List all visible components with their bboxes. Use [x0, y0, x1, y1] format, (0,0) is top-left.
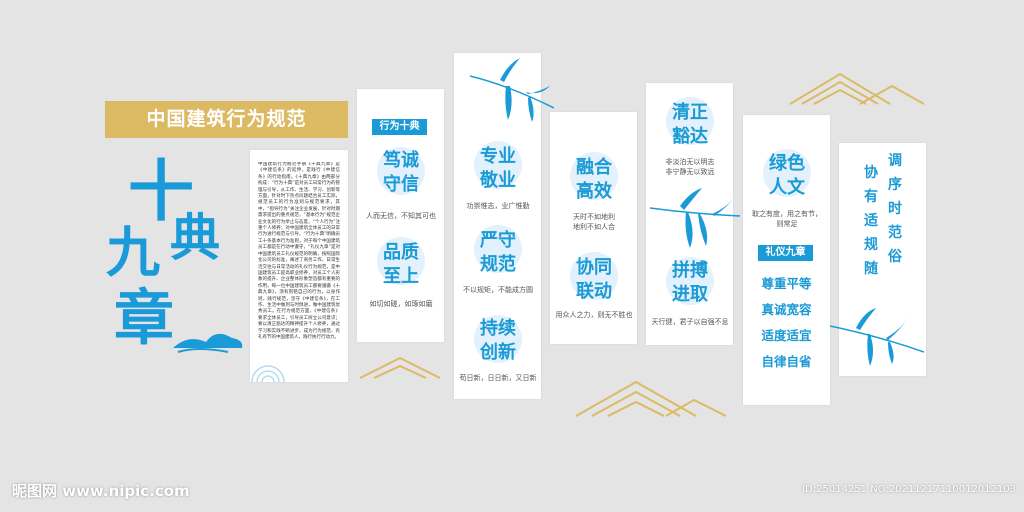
quote-9: 天行健，君子以自强不息: [651, 318, 729, 326]
watermark-logo: 昵图网 www.nipic.com: [12, 482, 190, 500]
calligraphy-zhang: 章: [114, 284, 174, 354]
column-right: 调 序 时 范 俗: [885, 149, 905, 269]
cloud-icon: [173, 333, 243, 353]
char: 有: [864, 189, 878, 205]
watermark-id: ID:25014251 NO:20211217110012012103: [802, 484, 1016, 495]
heading-chixuchuangxin: 持续创新: [480, 318, 516, 363]
intro-panel: 中国建筑行为规范手册《十典九章》是《中建信条》的延伸，是践行《中建信条》的行动指…: [250, 150, 348, 382]
intro-text: 中国建筑行为规范手册《十典九章》是《中建信条》的延伸，是践行《中建信条》的行动指…: [258, 162, 340, 340]
mountain-decor-icon: [360, 356, 440, 379]
heading-duchengshouxin: 笃诚守信: [383, 150, 419, 195]
heading-pinzhizhishang: 品质至上: [383, 242, 419, 287]
char: 时: [888, 201, 902, 217]
heading-pinbojinqu: 拼搏进取: [672, 260, 708, 305]
liyi-item: 适度适宜: [761, 328, 812, 343]
bamboo-leaves-icon: [830, 308, 924, 366]
quote-2: 如切如磋，如琢如磨: [369, 300, 433, 308]
panel-xietiao: 协 有 适 规 随 调 序 时 范 俗: [839, 143, 926, 376]
heading-zhuanyejingye: 专业敬业: [480, 146, 516, 191]
panel-qingzheng: 清正豁达 非淡泊无以明志 非宁静无以致远 拼搏进取 天行健，君子以自强不息: [646, 83, 733, 345]
quote-8: 非淡泊无以明志 非宁静无以致远: [665, 158, 715, 176]
quote-7: 用众人之力，则无不胜也: [555, 311, 633, 319]
quote-5: 苟日新，日日新，又日新: [459, 374, 537, 382]
column-left: 协 有 适 规 随: [861, 161, 881, 281]
wave-pattern-icon: [251, 365, 285, 382]
panel-zhuanye: 专业敬业 功崇惟志，业广惟勤 严守规范 不以规矩，不能成方圆 持续创新 苟日新，…: [454, 53, 541, 399]
char: 调: [888, 153, 902, 169]
heading-lvserenwen: 绿色人文: [769, 153, 805, 198]
mountain-decor-icon: [790, 72, 924, 105]
calligraphy-shi: 十: [128, 152, 194, 230]
panel-lvse: 绿色人文 取之有度，用之有节， 则常足 礼仪九章 尊重平等 真诚宽容 适度适宜 …: [743, 115, 830, 405]
quote-6: 天时不如地利 地利不如人合: [573, 213, 615, 231]
char: 规: [864, 237, 878, 253]
calligraphy-jiu: 九: [106, 220, 160, 284]
heading-qingzhenghuoda: 清正豁达: [672, 102, 708, 147]
panel-ronghe: 融合高效 天时不如地利 地利不如人合 协同联动 用众人之力，则无不胜也: [550, 112, 637, 344]
title-plaque: 中国建筑行为规范: [105, 101, 348, 138]
page-title: 中国建筑行为规范: [146, 108, 307, 130]
bamboo-leaves-icon: [650, 188, 740, 248]
char: 随: [864, 261, 878, 277]
mountain-decor-icon: [576, 380, 726, 417]
char: 协: [864, 165, 878, 181]
calligraphy-dian: 典: [170, 208, 220, 267]
pill-liyi-jiuzhang: 礼仪九章: [758, 245, 813, 261]
quote-4: 不以规矩，不能成方圆: [463, 286, 533, 294]
panel-xingwei-shidian: 行为十典 笃诚守信 人而无信，不知其可也 品质至上 如切如磋，如琢如磨: [357, 89, 444, 342]
liyi-item: 自律自省: [761, 354, 812, 369]
quote-10: 取之有度，用之有节， 则常足: [752, 210, 822, 228]
liyi-item: 尊重平等: [761, 276, 812, 291]
liyi-item: 真诚宽容: [761, 302, 812, 317]
heading-ronghegaoxiao: 融合高效: [576, 157, 612, 202]
char: 范: [888, 225, 902, 241]
liyi-list: 尊重平等 真诚宽容 适度适宜 自律自省: [753, 271, 820, 375]
char: 适: [864, 213, 878, 229]
char: 俗: [888, 249, 902, 265]
heading-xietongliandong: 协同联动: [576, 257, 612, 302]
pill-xingwei-shidian: 行为十典: [372, 119, 427, 135]
char: 序: [888, 177, 902, 193]
quote-3: 功崇惟志，业广惟勤: [466, 202, 530, 210]
bamboo-leaves-icon: [470, 58, 554, 122]
heading-yanshouguifan: 严守规范: [480, 230, 516, 275]
quote-1: 人而无信，不知其可也: [366, 212, 436, 220]
